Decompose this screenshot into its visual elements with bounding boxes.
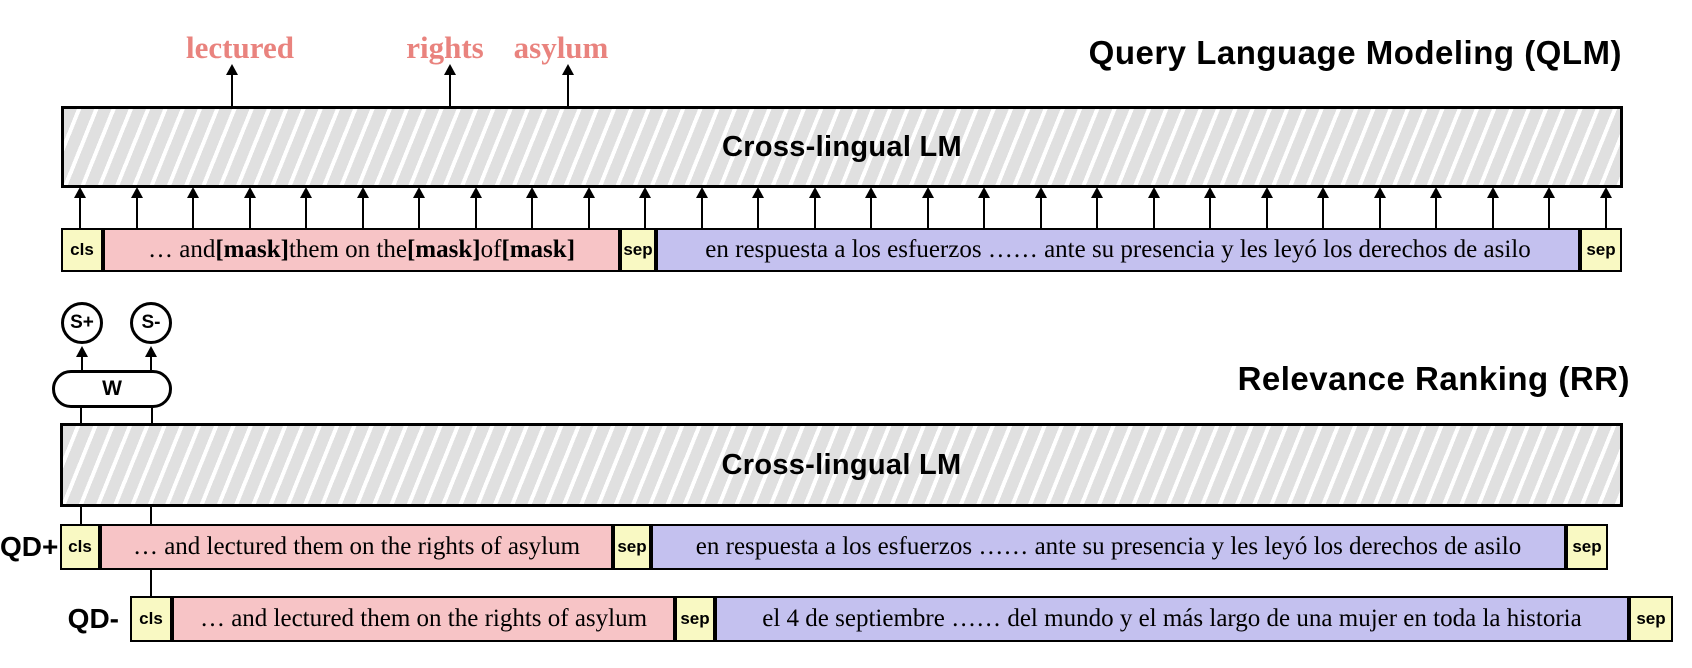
predicted-token: lectured (186, 30, 294, 65)
connector-line (80, 505, 82, 526)
lm-input-arrow (243, 187, 256, 228)
rr-lm-label: Cross-lingual LM (721, 448, 962, 481)
masked-query-segment: … and [mask] them on the [mask] of [mask… (103, 228, 620, 272)
document-segment: en respuesta a los esfuerzos …… ante su … (651, 524, 1566, 570)
lm-input-arrow (695, 187, 708, 228)
lm-input-arrow (1600, 187, 1612, 228)
lm-input-arrow (1091, 187, 1104, 228)
sep-token: sep (1629, 596, 1673, 642)
lm-input-arrow (187, 187, 200, 228)
score-arrow (145, 346, 157, 370)
query-segment: … and lectured them on the rights of asy… (172, 596, 675, 642)
cls-token: cls (130, 596, 172, 642)
predicted-token: rights (406, 30, 484, 65)
token-row-qd-plus: cls … and lectured them on the rights of… (60, 524, 1608, 570)
token-row-qd-minus: cls … and lectured them on the rights of… (130, 596, 1673, 642)
score-positive-node: S+ (61, 302, 103, 344)
qlm-section-title: Query Language Modeling (QLM) (1088, 34, 1622, 71)
score-arrow (76, 346, 88, 370)
document-segment: el 4 de septiembre …… del mundo y el más… (715, 596, 1629, 642)
connector-line (80, 405, 82, 424)
lm-input-arrow (1260, 187, 1273, 228)
lm-input-arrow (1204, 187, 1217, 228)
lm-input-arrow (582, 187, 595, 228)
lm-input-arrow (526, 187, 539, 228)
predicted-token-arrow (562, 64, 574, 106)
row-label-qd-minus: QD- (67, 603, 119, 634)
lm-input-arrow (1317, 187, 1330, 228)
row-label-qd-plus: QD+ (0, 531, 59, 562)
lm-input-arrow (1373, 187, 1386, 228)
lm-input-arrow (808, 187, 821, 228)
lm-input-arrow (300, 187, 313, 228)
lm-input-arrow (752, 187, 765, 228)
lm-input-arrow (356, 187, 369, 228)
lm-input-arrow (130, 187, 143, 228)
cls-token: cls (60, 524, 100, 570)
lm-input-arrow (921, 187, 934, 228)
qlm-lm-label: Cross-lingual LM (721, 130, 963, 163)
token-row-qlm: cls … and [mask] them on the [mask] of [… (61, 228, 1622, 272)
weight-node: W (52, 370, 172, 408)
lm-input-arrow (413, 187, 426, 228)
lm-input-arrow (1486, 187, 1499, 228)
predicted-token-arrow (444, 64, 456, 106)
lm-input-arrow (1147, 187, 1160, 228)
score-negative-node: S- (130, 302, 172, 344)
qlm-cross-lingual-lm-box: Cross-lingual LM (61, 106, 1623, 188)
lm-input-arrow (74, 187, 86, 228)
lm-input-arrow (865, 187, 878, 228)
sep-token: sep (675, 596, 715, 642)
lm-input-arrow (1034, 187, 1047, 228)
lm-input-arrow (639, 187, 652, 228)
lm-input-arrow (469, 187, 482, 228)
query-segment: … and lectured them on the rights of asy… (100, 524, 613, 570)
lm-input-arrow (1543, 187, 1556, 228)
lm-input-arrow (978, 187, 991, 228)
cls-token: cls (61, 228, 103, 272)
sep-token: sep (620, 228, 656, 272)
sep-token: sep (1580, 228, 1622, 272)
predicted-token-arrow (226, 64, 238, 106)
lm-input-arrow (1430, 187, 1443, 228)
sep-token: sep (613, 524, 651, 570)
predicted-token: asylum (513, 30, 609, 65)
document-segment: en respuesta a los esfuerzos …… ante su … (656, 228, 1580, 272)
connector-line (151, 405, 153, 424)
rr-section-title: Relevance Ranking (RR) (1237, 360, 1630, 397)
rr-cross-lingual-lm-box: Cross-lingual LM (60, 423, 1623, 507)
sep-token: sep (1566, 524, 1608, 570)
